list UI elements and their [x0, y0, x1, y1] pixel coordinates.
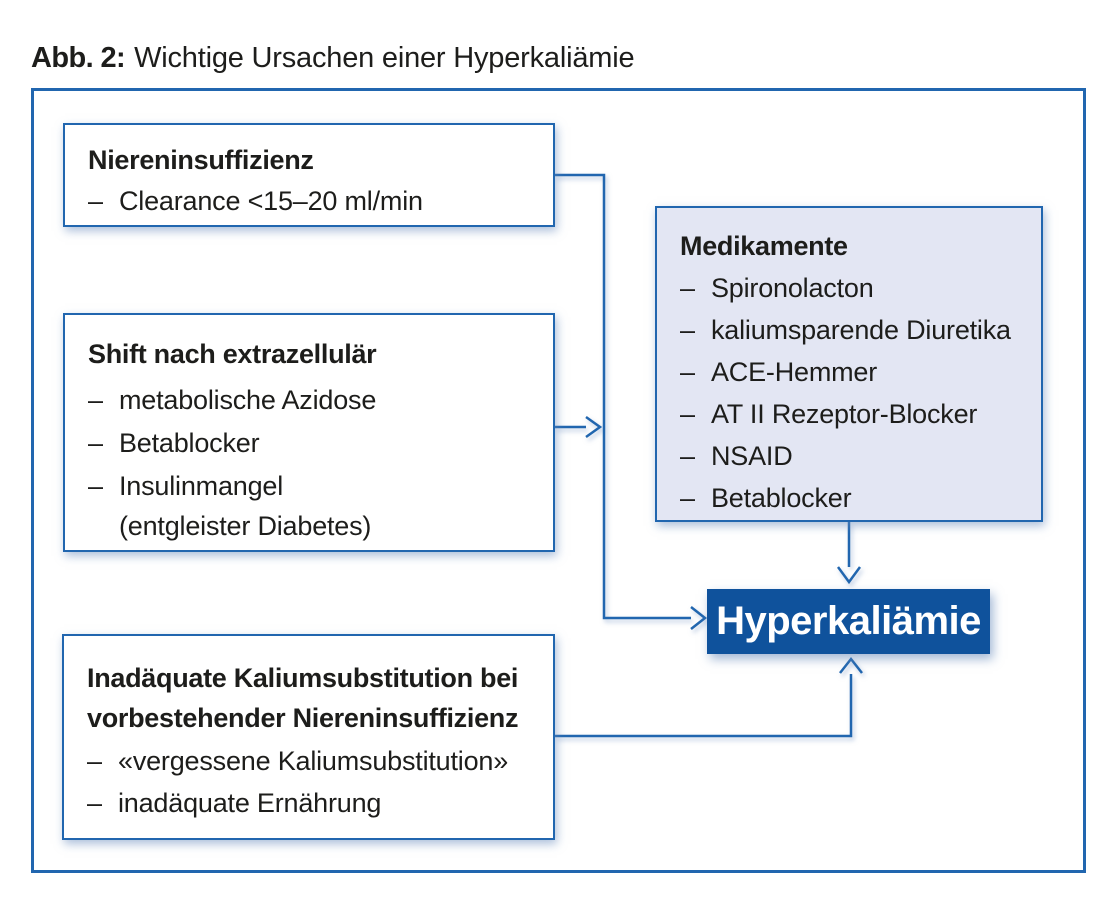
list-item-text: NSAID — [711, 441, 793, 471]
box-title: Medikamente — [680, 231, 848, 261]
list-item-text: ACE-Hemmer — [711, 357, 878, 387]
cause-box-niereninsuffizienz: Niereninsuffizienz – Clearance <15–20 ml… — [63, 123, 555, 227]
cause-box-kaliumsubstitution: Inadäquate Kaliumsubstitution bei vorbes… — [62, 634, 555, 840]
list-item-text: Betablocker — [119, 428, 260, 458]
box-title-line: vorbestehender Niereninsuffizienz — [87, 703, 519, 733]
bullet-dash: – — [680, 315, 695, 345]
list-item-text: kaliumsparende Diuretika — [711, 315, 1011, 345]
bullet-dash: – — [680, 357, 695, 387]
bullet-dash: – — [87, 788, 102, 818]
list-item-text: Betablocker — [711, 483, 852, 513]
bullet-dash: – — [87, 746, 102, 776]
list-item-text: Spironolacton — [711, 273, 874, 303]
list-item-text: Clearance <15–20 ml/min — [119, 186, 423, 216]
cause-box-shift-extrazellulaer: Shift nach extrazellulär – metabolische … — [63, 313, 555, 552]
list-item-text: metabolische Azidose — [119, 385, 377, 415]
list-item: – AT II Rezeptor-Blocker — [680, 393, 1031, 435]
bullet-dash: – — [88, 428, 103, 458]
list-item: – ACE-Hemmer — [680, 351, 1031, 393]
list-item: – Clearance <15–20 ml/min — [88, 180, 543, 222]
list-item: – Spironolacton — [680, 267, 1031, 309]
box-title: Niereninsuffizienz — [88, 145, 314, 175]
bullet-dash: – — [88, 471, 103, 501]
list-item-continuation: (entgleister Diabetes) — [88, 508, 543, 544]
box-title: Shift nach extrazellulär — [88, 339, 377, 369]
list-item: – metabolische Azidose — [88, 379, 543, 422]
list-item-text: AT II Rezeptor-Blocker — [711, 399, 978, 429]
bullet-dash: – — [88, 186, 103, 216]
list-item: – kaliumsparende Diuretika — [680, 309, 1031, 351]
bullet-dash: – — [680, 399, 695, 429]
list-item: – «vergessene Kaliumsubstitution» — [87, 740, 543, 782]
bullet-dash: – — [680, 273, 695, 303]
box-title-line: Inadäquate Kaliumsubstitution bei — [87, 663, 519, 693]
list-item-text: «vergessene Kaliumsubstitution» — [118, 746, 509, 776]
bullet-dash: – — [680, 441, 695, 471]
box-title: Inadäquate Kaliumsubstitution bei vorbes… — [87, 658, 543, 738]
cause-box-medikamente: Medikamente – Spironolacton – kaliumspar… — [655, 206, 1043, 522]
figure-caption-title: Wichtige Ursachen einer Hyperkaliämie — [134, 42, 635, 74]
list-item: – Insulinmangel — [88, 465, 543, 508]
list-item-text: inadäquate Ernährung — [118, 788, 382, 818]
bullet-dash: – — [680, 483, 695, 513]
list-item: – NSAID — [680, 435, 1031, 477]
figure-caption-label: Abb. 2: — [31, 42, 126, 74]
list-item-text: (entgleister Diabetes) — [119, 511, 372, 541]
list-item: – Betablocker — [88, 422, 543, 465]
figure-caption: Abb. 2:Wichtige Ursachen einer Hyperkali… — [31, 40, 635, 76]
outcome-box-hyperkaliaemie: Hyperkaliämie — [707, 589, 990, 654]
bullet-dash: – — [88, 385, 103, 415]
bullet-spacer — [88, 508, 119, 544]
list-item: – Betablocker — [680, 477, 1031, 519]
list-item-text: Insulinmangel — [119, 471, 284, 501]
list-item: – inadäquate Ernährung — [87, 782, 543, 824]
